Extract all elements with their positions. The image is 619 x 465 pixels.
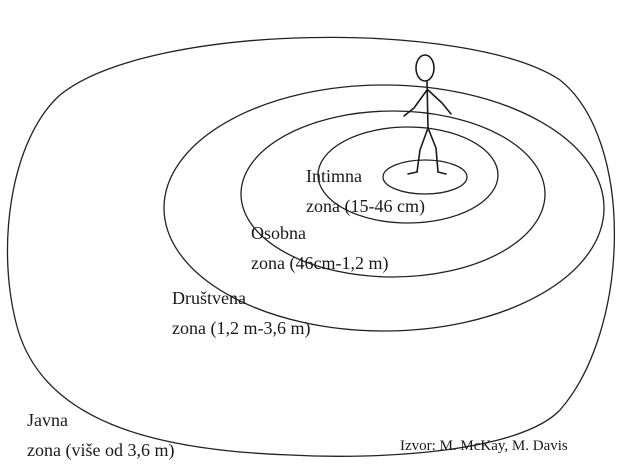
public-zone-name: Javna: [27, 410, 68, 430]
social-zone-name: Društvena: [172, 288, 246, 308]
personal-zone-ellipse: [240, 110, 546, 278]
public-zone-ellipse: [6, 36, 616, 457]
intimate-zone-ellipse: [317, 126, 499, 224]
source-note: Izvor: M. McKay, M. Davis: [400, 438, 568, 454]
personal-zone-label: Osobna zona (46cm-1,2 m): [251, 218, 388, 278]
public-zone-label: Javna zona (više od 3,6 m): [27, 405, 174, 465]
figure-base-ellipse: [382, 159, 468, 195]
personal-zone-name: Osobna: [251, 223, 306, 243]
social-zone-range: zona (1,2 m-3,6 m): [172, 318, 311, 338]
intimate-zone-range: zona (15-46 cm): [306, 196, 425, 216]
social-zone-ellipse: [163, 84, 605, 332]
personal-zone-range: zona (46cm-1,2 m): [251, 253, 389, 273]
intimate-zone-label: Intimna zona (15-46 cm): [306, 161, 425, 221]
intimate-zone-name: Intimna: [306, 166, 362, 186]
social-zone-label: Društvena zona (1,2 m-3,6 m): [172, 283, 310, 343]
person-icon: [403, 54, 452, 175]
public-zone-range: zona (više od 3,6 m): [27, 440, 175, 460]
